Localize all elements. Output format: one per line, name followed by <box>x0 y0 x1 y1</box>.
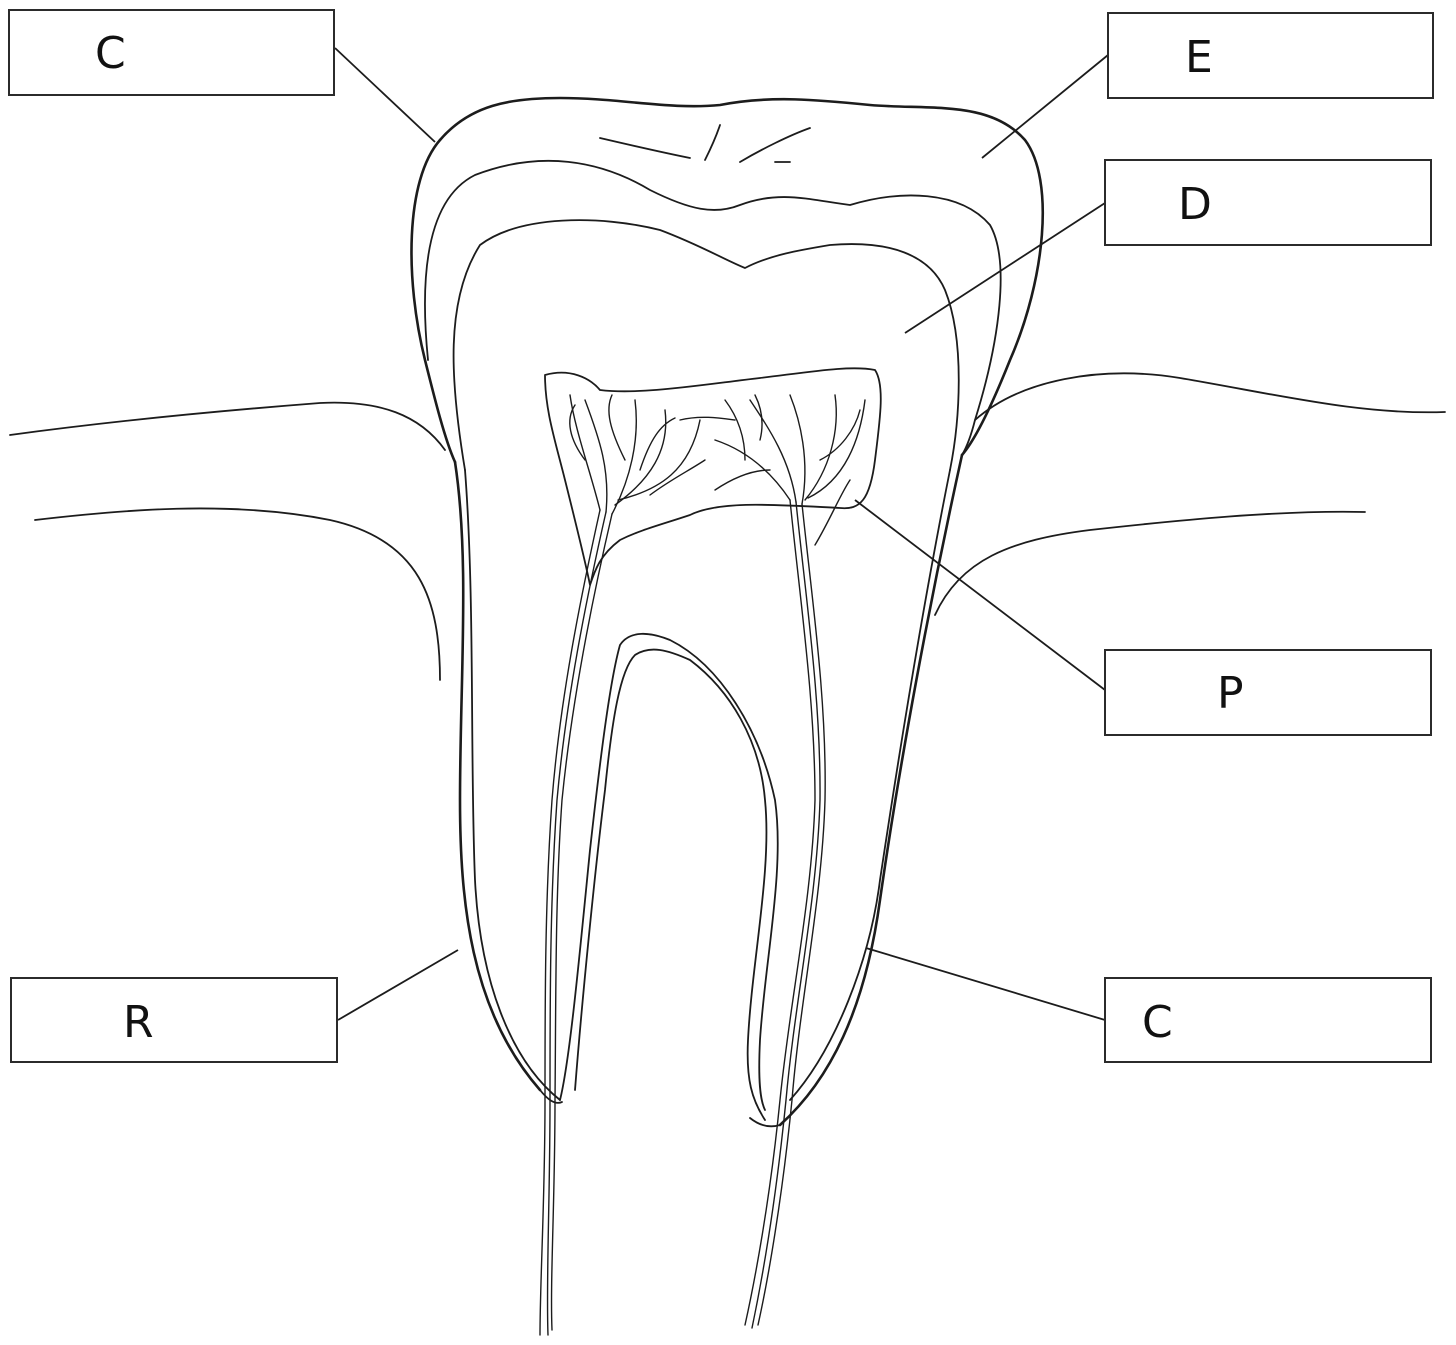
occlusal-fissures <box>600 125 810 162</box>
label-root-box[interactable]: R <box>11 978 337 1062</box>
root-bifurcation <box>560 634 778 1120</box>
label-crown-box[interactable]: C <box>9 10 334 95</box>
leader-enamel <box>982 55 1108 158</box>
label-pulp-text: P <box>1217 668 1244 719</box>
leader-pulp <box>855 500 1105 690</box>
label-pulp-box[interactable]: P <box>1105 650 1431 735</box>
label-root-text: R <box>123 997 154 1048</box>
label-enamel-box[interactable]: E <box>1108 13 1433 98</box>
leader-crown <box>335 48 435 142</box>
enamel-dentin-junction <box>425 161 1001 455</box>
leader-dentin <box>905 203 1105 333</box>
tooth-outline <box>411 98 1042 1125</box>
label-cementum-text: C <box>1142 997 1173 1048</box>
pulp-chamber <box>545 368 881 585</box>
label-enamel-text: E <box>1185 32 1213 83</box>
label-cementum-box[interactable]: C <box>1105 978 1431 1062</box>
label-dentin-text: D <box>1178 179 1212 230</box>
label-crown-text: C <box>95 28 126 79</box>
label-dentin-box[interactable]: D <box>1105 160 1431 245</box>
leader-root <box>338 950 458 1020</box>
leader-cementum <box>866 948 1105 1020</box>
